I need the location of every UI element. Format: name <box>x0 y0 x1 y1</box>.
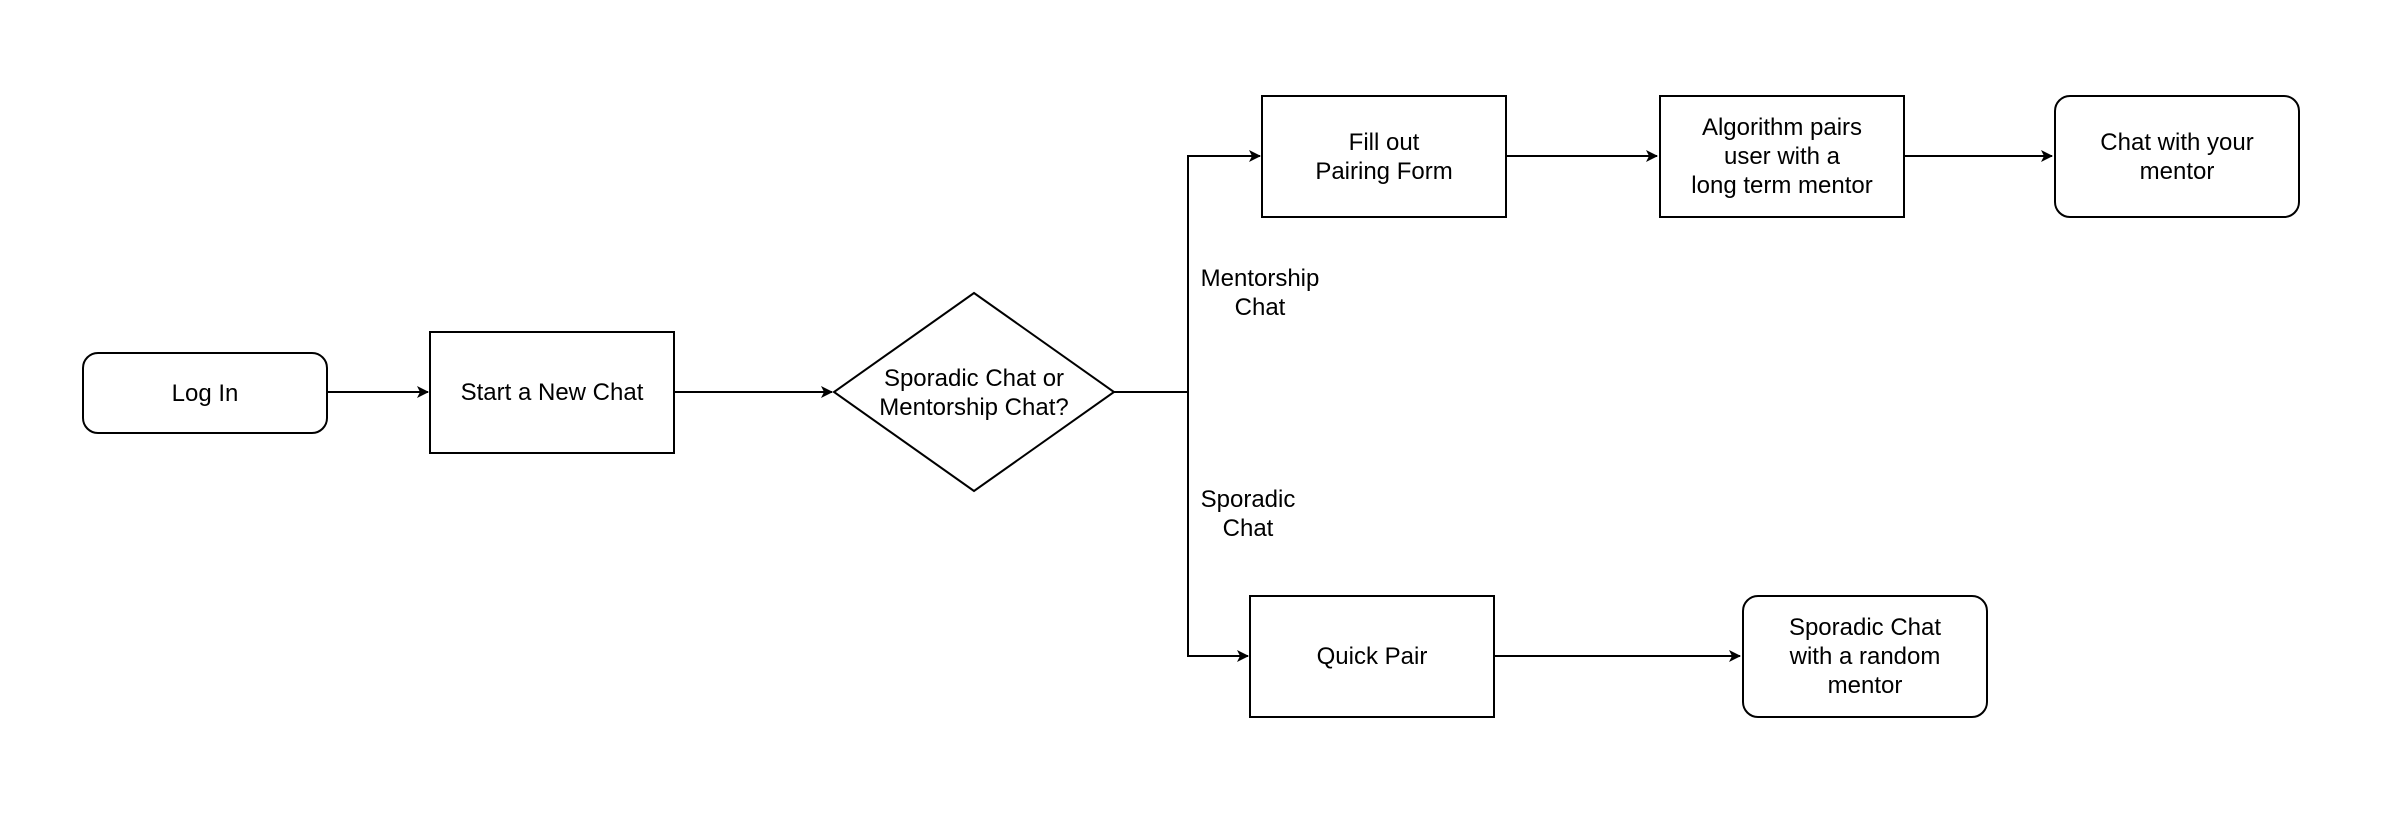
chat-mentor-label: Chat with your mentor <box>2100 128 2254 185</box>
quick-pair-label: Quick Pair <box>1316 643 1428 670</box>
login-node: Log In <box>82 352 328 434</box>
sporadic-edge-label: Sporadic Chat <box>1200 486 1296 542</box>
edge-decision-to-pairing-form <box>1114 150 1261 393</box>
sporadic-random-label: Sporadic Chat with a random mentor <box>1788 614 1942 699</box>
start-chat-label: Start a New Chat <box>460 379 644 406</box>
mentorship-edge-label: Mentorship Chat <box>1200 265 1320 321</box>
decision-label: Sporadic Chat or Mentorship Chat? <box>879 365 1069 421</box>
pairing-form-node: Fill out Pairing Form <box>1261 95 1507 218</box>
pairing-form-label: Fill out Pairing Form <box>1315 128 1453 185</box>
login-label: Log In <box>171 379 239 407</box>
chat-mentor-node: Chat with your mentor <box>2054 95 2300 218</box>
algorithm-label: Algorithm pairs user with a long term me… <box>1691 114 1873 199</box>
edge-decision-to-quick-pair <box>1187 392 1249 662</box>
decision-diamond <box>832 291 1116 493</box>
algorithm-node: Algorithm pairs user with a long term me… <box>1659 95 1905 218</box>
start-chat-node: Start a New Chat <box>429 331 675 454</box>
sporadic-random-node: Sporadic Chat with a random mentor <box>1742 595 1988 718</box>
quick-pair-node: Quick Pair <box>1249 595 1495 718</box>
